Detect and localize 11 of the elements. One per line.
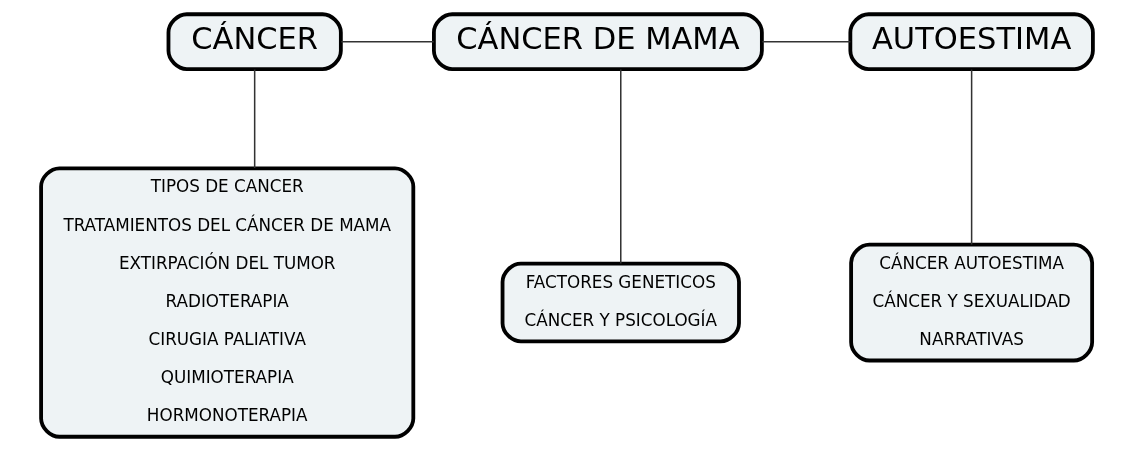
connector — [253, 68, 256, 169]
node-box: CÁNCER DE MAMA — [432, 12, 764, 72]
node-box: AUTOESTIMA — [848, 12, 1095, 72]
node-box: CÁNCER — [166, 12, 343, 72]
connector — [340, 40, 435, 43]
connector — [970, 68, 973, 246]
node-box: TIPOS DE CANCER TRATAMIENTOS DEL CÁNCER DE MAMA EXTIRPACIÓN DEL TUMOR RADIOTERAPIA CIRUGIA PALIATIVA QUIMIOTERAPIA HORMONOTERAPIA — [39, 166, 416, 439]
connector — [761, 40, 852, 43]
connector — [620, 68, 622, 265]
node-box: CÁNCER AUTOESTIMA CÁNCER Y SEXUALIDAD NARRATIVAS — [849, 242, 1095, 363]
node-box: FACTORES GENETICOS CÁNCER Y PSICOLOGÍA — [500, 261, 741, 344]
